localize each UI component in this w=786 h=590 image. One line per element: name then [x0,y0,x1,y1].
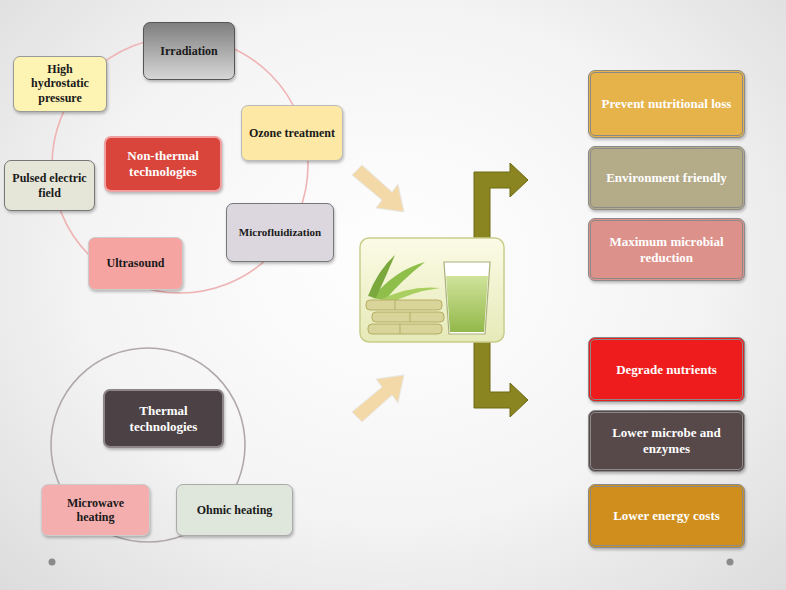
advantage-box: Environment friendly [588,146,745,210]
technology-box: Microwave heating [41,484,150,536]
output-arrow [474,340,528,417]
technology-box: Ultrasound [88,237,183,290]
technology-box: High hydrostatic pressure [13,56,107,112]
box-label: Degrade nutrients [616,362,717,378]
input-arrow [352,165,404,212]
drawback-box: Degrade nutrients [588,337,745,402]
box-label: Irradiation [160,44,217,58]
corner-dot [727,559,734,566]
box-label: Microwave heating [48,496,143,525]
technology-box: Pulsed electric field [4,160,95,211]
juice-box [360,238,504,342]
drawback-box: Lower microbe and enzymes [588,410,745,472]
corner-dot [49,559,56,566]
box-label: Prevent nutritional loss [602,96,732,112]
box-label: Microfluidization [239,226,321,239]
technology-box: Ohmic heating [176,484,293,536]
box-label: Non-thermal technologies [112,148,214,179]
box-label: Thermal technologies [111,403,216,434]
advantage-box: Prevent nutritional loss [588,70,745,138]
juice-glass [444,262,490,334]
box-label: Ohmic heating [197,503,273,517]
box-label: Lower energy costs [613,508,720,524]
technology-box: Ozone treatment [241,105,343,161]
technology-box: Microfluidization [226,203,334,262]
category-box: Thermal technologies [103,389,224,448]
box-label: Ozone treatment [249,126,335,140]
technology-box: Irradiation [143,22,235,80]
box-label: Environment friendly [606,170,727,186]
category-box: Non-thermal technologies [104,136,222,192]
sugarcane-icon [366,255,444,334]
box-label: High hydrostatic pressure [20,62,100,105]
advantage-box: Maximum microbial reduction [588,218,745,281]
box-label: Ultrasound [106,256,164,270]
drawback-box: Lower energy costs [588,484,745,548]
box-label: Lower microbe and enzymes [597,425,736,456]
input-arrow [352,375,404,422]
box-label: Maximum microbial reduction [597,234,736,265]
box-label: Pulsed electric field [11,171,88,200]
output-arrow [474,163,528,240]
